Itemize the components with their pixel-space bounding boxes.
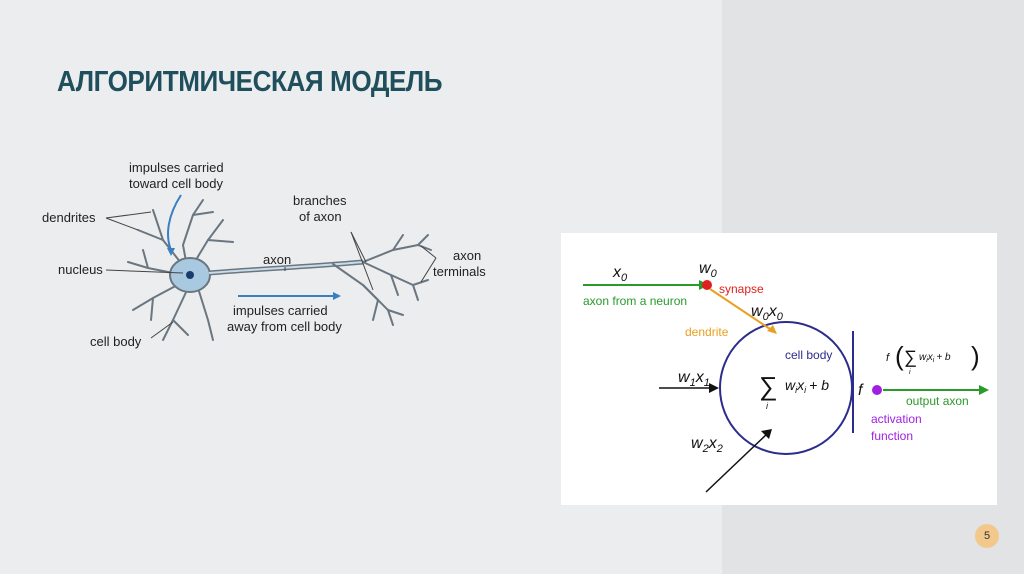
label-branches-2: of axon <box>299 209 342 224</box>
label-cell-body: cell body <box>785 348 832 362</box>
output-paren-left: ( <box>895 341 904 371</box>
label-axon-terminals-1: axon <box>453 248 481 263</box>
axon-terminal-branches <box>332 234 432 326</box>
label-impulses-away-1: impulses carried <box>233 303 328 318</box>
sum-expression: wixi+ b <box>785 377 829 395</box>
label-dendrite: dendrite <box>685 325 729 339</box>
label-axon: axon <box>263 252 291 267</box>
output-formula-body: wixi+ b <box>919 352 951 364</box>
output-formula: f <box>886 352 890 364</box>
label-w0: w0 <box>699 260 718 280</box>
impulse-toward-arrow <box>167 194 182 251</box>
label-impulses-away-2: away from cell body <box>227 319 342 334</box>
label-output-axon: output axon <box>906 394 969 408</box>
page-number-badge: 5 <box>975 524 999 548</box>
pointer-lines <box>105 211 437 339</box>
sum-index: i <box>766 401 769 411</box>
label-impulses-toward-1: impulses carried <box>129 160 224 175</box>
input-w2x2-arrow <box>705 432 769 493</box>
label-w1x1: w1x1 <box>678 369 710 389</box>
label-synapse: synapse <box>719 282 764 296</box>
label-x0: x0 <box>612 264 628 284</box>
neuron-model-diagram: x0 w0 synapse axon from a neuron w0x0 de… <box>561 233 997 505</box>
dendrite-line <box>709 288 774 332</box>
neuron-diagram: impulses carried toward cell body dendri… <box>42 160 486 349</box>
nucleus-dot <box>186 271 194 279</box>
output-dot <box>872 385 882 395</box>
output-sum-index: i <box>909 369 911 376</box>
label-activation: activation <box>871 412 922 426</box>
label-impulses-toward-2: toward cell body <box>129 176 223 191</box>
activation-f-symbol: f <box>858 382 864 399</box>
label-dendrites: dendrites <box>42 210 96 225</box>
label-function: function <box>871 429 913 443</box>
output-paren-right: ) <box>971 341 980 371</box>
synapse-dot <box>702 280 712 290</box>
slide-title: АЛГОРИТМИЧЕСКАЯ МОДЕЛЬ <box>57 66 443 98</box>
output-sum-symbol: ∑ <box>904 347 917 367</box>
label-w0x0: w0x0 <box>751 303 784 323</box>
label-cell-body: cell body <box>90 334 142 349</box>
sum-symbol: ∑ <box>759 371 778 401</box>
label-axon-terminals-2: terminals <box>433 264 486 279</box>
label-branches-1: branches <box>293 193 347 208</box>
label-axon-from-neuron: axon from a neuron <box>583 294 687 308</box>
label-w2x2: w2x2 <box>691 435 723 455</box>
label-nucleus: nucleus <box>58 262 103 277</box>
